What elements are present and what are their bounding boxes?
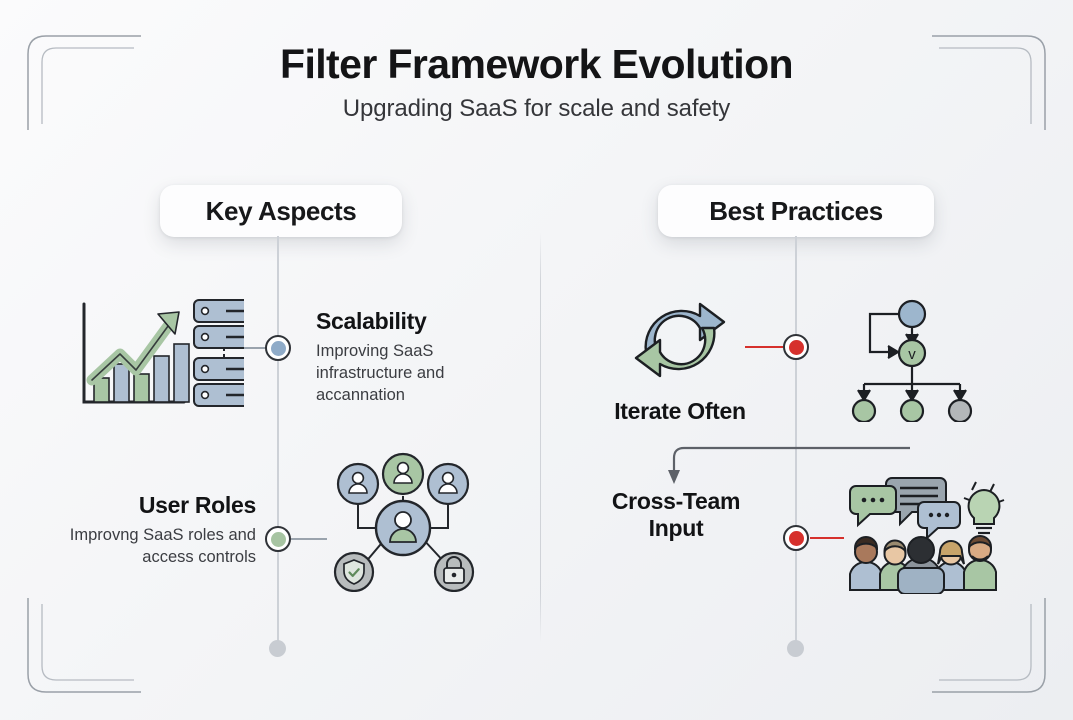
corner-bracket-bottom-right-icon [931,597,1051,702]
item-scalability-heading: Scalability [316,308,427,334]
connector-cross-team-icon [810,537,844,539]
timeline-node-scalability[interactable] [265,335,291,361]
timeline-right [795,236,797,648]
flowchart-icon: v [848,292,976,422]
header: Filter Framework Evolution Upgrading Saa… [0,42,1073,123]
circular-arrows-icon [628,290,732,390]
connector-user-roles-icon [291,538,327,540]
timeline-end-node-right [787,640,804,657]
timeline-node-user-roles[interactable] [265,526,291,552]
item-user-roles: User Roles Improvng SaaS roles and acces… [62,492,257,568]
svg-text:v: v [908,346,916,363]
section-header-key-aspects[interactable]: Key Aspects [160,185,402,237]
item-user-roles-heading: User Roles [138,492,256,518]
corner-bracket-bottom-left-icon [22,597,142,702]
item-user-roles-body: Improvng SaaS roles and access controls [69,526,256,567]
item-scalability: Scalability Improving SaaS infrastructur… [316,308,492,406]
item-scalability-body: Improving SaaS infrastructure and accann… [316,342,445,405]
timeline-node-iterate-often[interactable] [783,334,809,360]
timeline-left [277,236,279,648]
item-cross-team-input-heading-line2: Input [648,515,704,542]
flow-arrow-to-cross-team-icon [660,440,910,490]
timeline-end-node-left [269,640,286,657]
item-cross-team-input: Cross-Team Input [592,488,760,542]
timeline-node-cross-team-input[interactable] [783,525,809,551]
growth-chart-server-icon [76,296,244,414]
section-header-key-aspects-label: Key Aspects [205,195,357,226]
connector-scalability-icon [238,347,272,349]
page-title: Filter Framework Evolution [280,41,794,87]
column-divider [540,232,541,642]
item-cross-team-input-heading-line1: Cross-Team [611,488,741,514]
section-header-best-practices[interactable]: Best Practices [658,185,934,237]
connector-iterate-often-icon [745,346,783,348]
user-network-icon [330,452,476,592]
item-iterate-often-heading: Iterate Often [614,398,746,424]
section-header-best-practices-label: Best Practices [709,195,883,226]
page-subtitle: Upgrading SaaS for scale and safety [342,95,731,123]
team-collaboration-icon [836,472,1008,594]
